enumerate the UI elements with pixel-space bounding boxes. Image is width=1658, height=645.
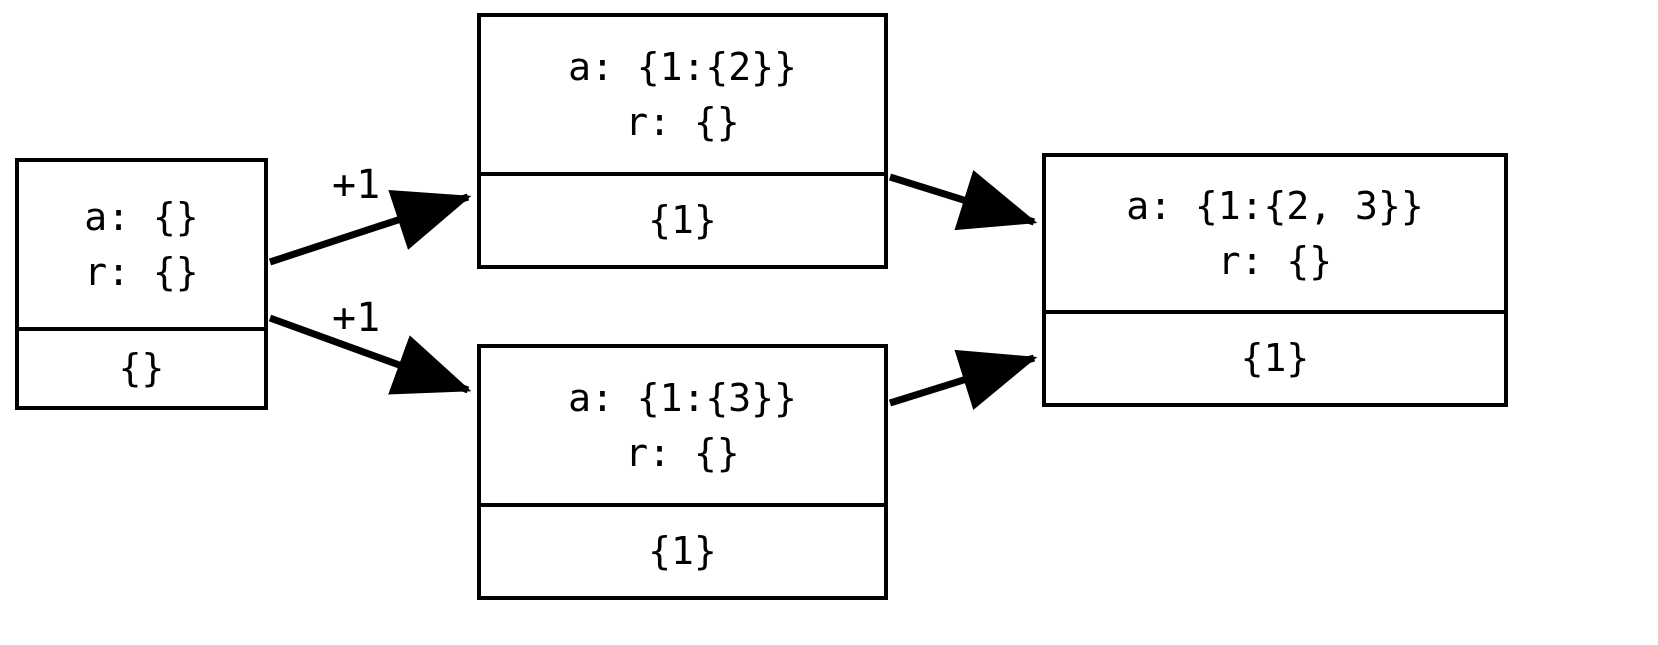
node-start[interactable]: a: {} r: {} {} <box>15 158 268 410</box>
node-branch-b[interactable]: a: {1:{3}} r: {} {1} <box>477 344 888 600</box>
node-merged-state-line-2: r: {} <box>1217 238 1333 283</box>
node-start-result: {} <box>19 331 264 406</box>
node-branch-b-state: a: {1:{3}} r: {} <box>481 348 884 508</box>
node-branch-b-result-value: {1} <box>648 529 717 574</box>
edge-label-start-to-branch-b: +1 <box>332 295 381 341</box>
node-start-result-value: {} <box>118 346 165 391</box>
edge-label-start-to-branch-a: +1 <box>332 162 381 208</box>
node-branch-a-state-line-2: r: {} <box>625 99 740 144</box>
node-merged-result: {1} <box>1046 314 1504 403</box>
node-merged[interactable]: a: {1:{2, 3}} r: {} {1} <box>1042 153 1508 407</box>
node-branch-b-state-line-2: r: {} <box>625 430 740 475</box>
node-branch-a-state: a: {1:{2}} r: {} <box>481 17 884 177</box>
node-merged-state: a: {1:{2, 3}} r: {} <box>1046 157 1504 315</box>
node-branch-a-result: {1} <box>481 176 884 265</box>
node-merged-state-line-1: a: {1:{2, 3}} <box>1126 183 1424 228</box>
node-branch-b-result: {1} <box>481 507 884 596</box>
node-start-state-line-1: a: {} <box>84 194 199 239</box>
node-start-state: a: {} r: {} <box>19 162 264 332</box>
node-branch-a-result-value: {1} <box>648 198 717 243</box>
node-branch-b-state-line-1: a: {1:{3}} <box>568 375 797 420</box>
edge-branch-b-to-merged <box>888 349 1038 410</box>
node-branch-a[interactable]: a: {1:{2}} r: {} {1} <box>477 13 888 269</box>
edge-branch-a-to-merged <box>888 170 1038 231</box>
node-start-state-line-2: r: {} <box>84 249 199 294</box>
node-branch-a-state-line-1: a: {1:{2}} <box>568 44 797 89</box>
node-merged-result-value: {1} <box>1240 336 1310 381</box>
